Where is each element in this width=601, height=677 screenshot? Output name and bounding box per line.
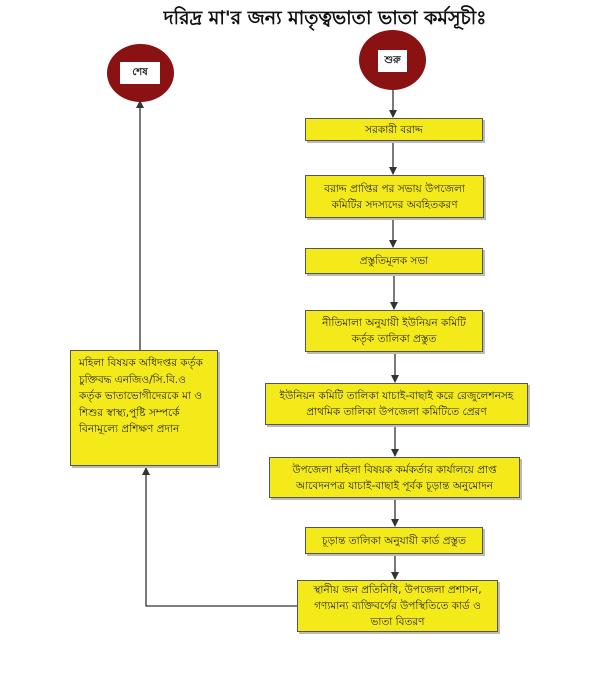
arrow-step8-to-training <box>142 467 297 607</box>
end-terminal: শেষ <box>107 44 174 102</box>
step-6-final-approval: উপজেলা মহিলা বিষয়ক কর্মকর্তার কার্যালয়… <box>269 457 520 498</box>
step-3-preparatory-meeting: প্রস্তুতিমূলক সভা <box>305 248 483 274</box>
step-1-government-allocation: সরকারী বরাদ্দ <box>305 118 483 141</box>
start-label: শুরু <box>378 50 407 72</box>
step-4-union-list-preparation: নীতিমালা অনুযায়ী ইউনিয়ন কমিটি কর্তৃক ত… <box>305 310 483 352</box>
end-label: শেষ <box>120 62 160 84</box>
step-7-card-preparation: চূড়ান্ত তালিকা অনুযায়ী কার্ড প্রস্তুত <box>305 527 483 554</box>
start-terminal: শুরু <box>359 30 426 90</box>
training-step: মহিলা বিষয়ক অধিদপ্তর কর্তৃক চুক্তিবদ্ধ … <box>70 350 218 466</box>
step-2-committee-briefing: বরাদ্দ প্রাপ্তির পর সভায় উপজেলা কমিটির … <box>305 175 484 218</box>
step-5-union-verification: ইউনিয়ন কমিটি তালিকা যাচাই-বাছাই করে রেজ… <box>265 383 528 425</box>
page-title: দরিদ্র মা'র জন্য মাতৃত্বভাতা ভাতা কর্মসূ… <box>163 7 487 29</box>
step-8-card-distribution: স্থানীয় জন প্রতিনিধি, উপজেলা প্রশাসন, গ… <box>297 580 498 632</box>
